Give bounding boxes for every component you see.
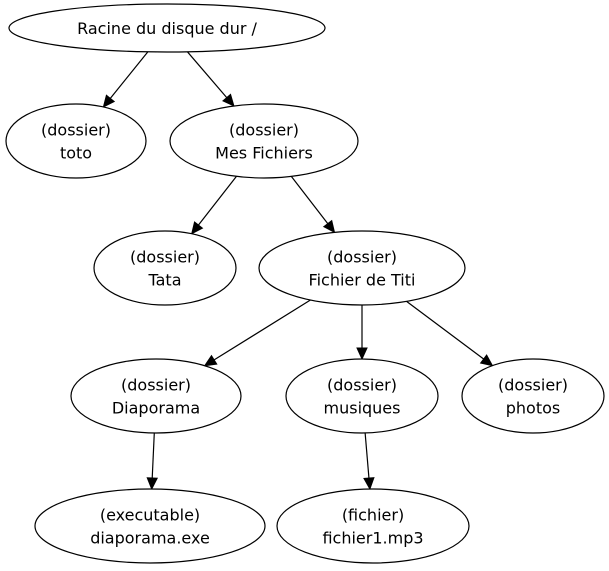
node-type-label: (dossier) bbox=[130, 248, 200, 267]
node-mp3: (fichier) fichier1.mp3 bbox=[276, 488, 470, 564]
edge-line bbox=[109, 51, 149, 99]
node-tata: (dossier) Tata bbox=[93, 230, 237, 306]
edge-line bbox=[406, 300, 484, 360]
node-name-label: Tata bbox=[147, 271, 181, 290]
node-name-label: musiques bbox=[324, 399, 401, 418]
arrowhead-icon bbox=[222, 93, 235, 107]
node-ellipse bbox=[461, 358, 605, 434]
edge-line bbox=[290, 176, 329, 225]
edge-line bbox=[186, 51, 228, 98]
node-type-label: (dossier) bbox=[327, 248, 397, 267]
tree-edges bbox=[102, 51, 494, 491]
node-ellipse bbox=[258, 230, 466, 306]
arrowhead-icon bbox=[190, 221, 204, 235]
node-ellipse bbox=[34, 488, 266, 564]
node-exe: (executable) diaporama.exe bbox=[34, 488, 266, 564]
node-type-label: (fichier) bbox=[342, 506, 404, 525]
edge-musiques-to-mp3 bbox=[363, 432, 375, 491]
edge-line bbox=[198, 176, 237, 226]
node-ellipse bbox=[276, 488, 470, 564]
node-type-label: (executable) bbox=[100, 506, 200, 525]
node-musiques: (dossier) musiques bbox=[285, 358, 439, 434]
node-toto: (dossier) toto bbox=[5, 103, 147, 179]
edge-line bbox=[213, 299, 311, 361]
node-name-label: fichier1.mp3 bbox=[322, 529, 423, 548]
node-mesfichiers: (dossier) Mes Fichiers bbox=[169, 103, 359, 179]
node-root: Racine du disque dur / bbox=[8, 3, 326, 53]
tree-nodes: Racine du disque dur /(dossier)toto(doss… bbox=[5, 3, 605, 564]
node-ellipse bbox=[70, 358, 242, 434]
node-type-label: (dossier) bbox=[121, 376, 191, 395]
node-ellipse bbox=[285, 358, 439, 434]
node-name-label: toto bbox=[60, 144, 92, 163]
node-name-label: Fichier de Titi bbox=[309, 271, 416, 290]
arrowhead-icon bbox=[322, 219, 336, 234]
edge-mesfichiers-to-titi bbox=[290, 176, 336, 234]
node-name-label: diaporama.exe bbox=[90, 529, 210, 548]
arrowhead-icon bbox=[203, 354, 218, 367]
edge-titi-to-photos bbox=[406, 300, 494, 367]
node-ellipse bbox=[93, 230, 237, 306]
arrowhead-icon bbox=[479, 354, 494, 367]
node-type-label: (dossier) bbox=[229, 121, 299, 140]
arrowhead-icon bbox=[102, 94, 116, 108]
node-diaporama: (dossier) Diaporama bbox=[70, 358, 242, 434]
edge-root-to-mesfichiers bbox=[186, 51, 235, 107]
node-name-label: Mes Fichiers bbox=[215, 144, 313, 163]
edge-titi-to-musiques bbox=[356, 305, 368, 361]
edge-mesfichiers-to-tata bbox=[190, 176, 237, 235]
edge-line bbox=[364, 432, 370, 479]
node-ellipse bbox=[8, 3, 326, 53]
edge-root-to-toto bbox=[102, 51, 149, 108]
node-type-label: (dossier) bbox=[498, 376, 568, 395]
edge-titi-to-diaporama bbox=[203, 299, 311, 367]
arrowhead-icon bbox=[146, 477, 159, 491]
edge-line bbox=[151, 432, 155, 479]
node-type-label: (dossier) bbox=[41, 121, 111, 140]
arrowhead-icon bbox=[356, 347, 368, 361]
node-titi: (dossier) Fichier de Titi bbox=[258, 230, 466, 306]
node-type-label: (dossier) bbox=[327, 376, 397, 395]
node-name-label: photos bbox=[506, 399, 560, 418]
node-name-label: Diaporama bbox=[112, 399, 200, 418]
node-ellipse bbox=[5, 103, 147, 179]
node-photos: (dossier) photos bbox=[461, 358, 605, 434]
arrowhead-icon bbox=[363, 477, 375, 491]
node-ellipse bbox=[169, 103, 359, 179]
node-name-label: Racine du disque dur / bbox=[77, 19, 257, 38]
edge-diaporama-to-exe bbox=[146, 432, 159, 491]
